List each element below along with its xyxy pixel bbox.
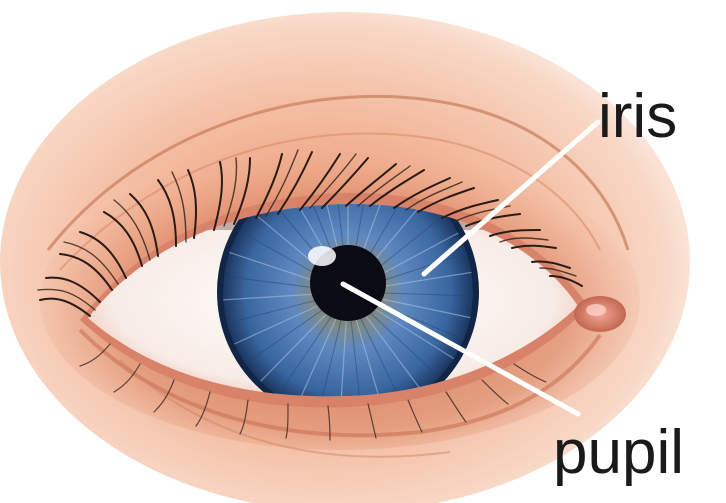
iris-label: iris <box>598 86 677 148</box>
pupil-label: pupil <box>553 422 684 484</box>
